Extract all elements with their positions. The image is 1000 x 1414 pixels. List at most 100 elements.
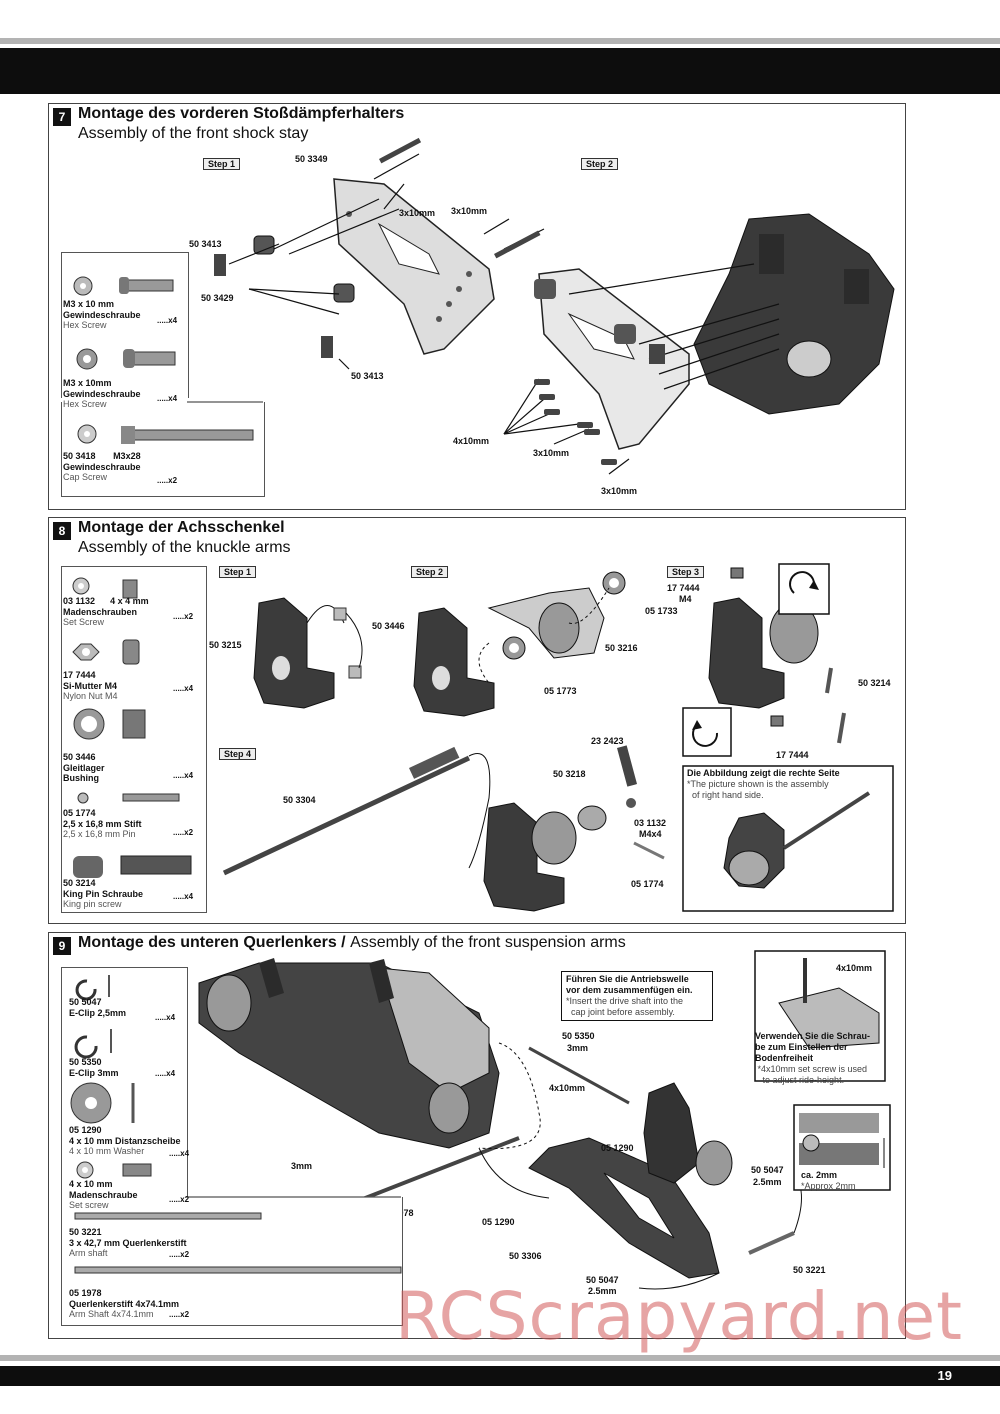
quantity: .....x2 <box>169 1310 190 1319</box>
parts-icons <box>61 276 263 496</box>
part-label: 05 1290 <box>482 1217 515 1227</box>
screws-step2 <box>534 379 617 465</box>
section-9-panel: 9 Montage des unteren Querlenkers / Asse… <box>48 932 906 1339</box>
section-8-panel: 8 Montage der Achsschenkel Assembly of t… <box>48 517 906 924</box>
part-label: 50 5047 <box>751 1165 784 1175</box>
part-label: 23 2423 <box>591 736 624 746</box>
quantity: .....x2 <box>173 828 194 837</box>
note-right-side: Die Abbildung zeigt die rechte Seite*The… <box>687 768 840 800</box>
note-ride-height: Verwenden Sie die Schrau-be zum Einstell… <box>755 1031 871 1085</box>
quantity: .....x4 <box>169 1149 190 1158</box>
step-1-label: Step 1 <box>219 566 257 578</box>
part-label: 50 3306 <box>509 1251 542 1261</box>
lower-suspension-arm <box>528 1137 720 1279</box>
section-title-en: Assembly of the knuckle arms <box>78 539 291 556</box>
part-label: 50 5350 <box>562 1031 595 1041</box>
quantity: .....x2 <box>157 476 178 485</box>
quantity: .....x4 <box>155 1069 176 1078</box>
knuckle-arm-step2 <box>487 587 605 659</box>
part-label: 3x10mm <box>533 448 570 458</box>
knuckle-carrier <box>643 1082 733 1186</box>
part-label: 4x10mm <box>549 1083 586 1093</box>
front-gearbox-assembly <box>198 958 500 1149</box>
bottom-rule <box>0 1355 1000 1361</box>
part-label: 17 7444 <box>667 583 700 593</box>
quantity: .....x4 <box>155 1013 176 1022</box>
shock-mounts-step1 <box>214 235 355 358</box>
parts-box <box>61 566 207 913</box>
part-label: 3mm <box>567 1043 589 1053</box>
parts-box-bottom <box>61 402 265 497</box>
part-label: 4x10mm <box>453 436 490 446</box>
gearbox-housing <box>693 213 895 415</box>
suspension-arm-diagram <box>198 950 891 1290</box>
quantity: .....x2 <box>169 1195 190 1204</box>
part-label: 2.5mm <box>588 1286 617 1296</box>
knuckle-diagram <box>222 563 894 912</box>
section-number: 9 <box>53 937 71 955</box>
page-number: 19 <box>937 1368 952 1383</box>
part-label: 3x10mm <box>601 486 638 496</box>
drive-shaft <box>222 746 471 876</box>
knuckle-assembled <box>723 791 871 889</box>
part-label: M4x4 <box>639 829 662 839</box>
part-label: 3x10mm <box>399 208 436 218</box>
section-number: 7 <box>53 108 71 126</box>
section-title-de: Montage des vorderen Stoßdämpferhalters <box>78 105 405 122</box>
parts-icons <box>72 577 192 878</box>
top-rule <box>0 38 1000 44</box>
part-label: 3x10mm <box>451 206 488 216</box>
part-label: 50 3218 <box>553 769 586 779</box>
parts-box-top <box>61 967 188 1198</box>
quantity: .....x4 <box>157 316 178 325</box>
c-hub-step4 <box>483 802 577 912</box>
part-label: 05 1774 <box>631 879 664 889</box>
section-title-en: Assembly of the front shock stay <box>78 125 309 142</box>
part-label: 50 3215 <box>209 640 242 650</box>
part-label: 03 1132 <box>634 818 667 828</box>
section-title-de: Montage der Achsschenkel <box>78 519 285 536</box>
quantity: .....x2 <box>169 1250 190 1259</box>
step-3-label: Step 3 <box>667 566 705 578</box>
part-label: 50 3221 <box>793 1265 826 1275</box>
part-label: 50 3304 <box>283 795 316 805</box>
part-label: 50 5047 <box>586 1275 619 1285</box>
part-label: 4x10mm <box>836 963 873 973</box>
parts-icons <box>61 975 402 1325</box>
part-label: 05 1290 <box>601 1143 634 1153</box>
header-bar <box>0 48 1000 94</box>
quantity: .....x4 <box>173 684 194 693</box>
watermark: RCScrapyard.net <box>395 1278 963 1355</box>
note-approx: ca. 2mm*Approx 2mm <box>801 1170 856 1191</box>
shock-stay-plate-step2 <box>538 268 690 450</box>
part-label: 50 3216 <box>605 643 638 653</box>
c-hub-step2 <box>413 607 495 717</box>
footer-bar <box>0 1366 1000 1386</box>
section-number: 8 <box>53 522 71 540</box>
part-label: 50 3413 <box>189 239 222 249</box>
shock-stay-diagram <box>214 137 895 475</box>
parts-box-top <box>61 252 189 398</box>
part-label: 50 3446 <box>372 621 405 631</box>
step-4-label: Step 4 <box>219 748 257 760</box>
quantity: .....x2 <box>173 612 194 621</box>
section-7-panel: 7 Montage des vorderen Stoßdämpferhalter… <box>48 103 906 510</box>
part-label: M4 <box>679 594 692 604</box>
part-label: 05 1773 <box>544 686 577 696</box>
quantity: .....x4 <box>173 771 194 780</box>
part-label: 50 3349 <box>295 154 328 164</box>
part-label: 50 3214 <box>858 678 891 688</box>
part-label: 2.5mm <box>753 1177 782 1187</box>
